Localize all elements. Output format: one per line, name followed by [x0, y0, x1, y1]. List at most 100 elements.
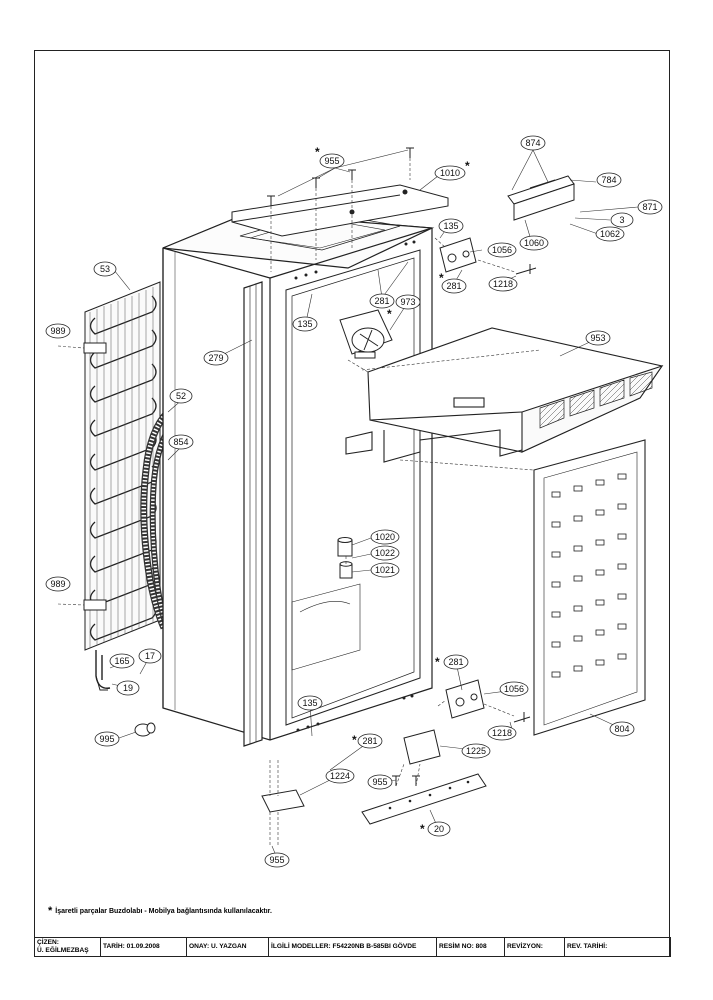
callout-1056-bottom: 1056 — [499, 681, 529, 697]
fan-motor — [339, 309, 393, 359]
callout-53: 53 — [93, 261, 117, 277]
svg-text:3: 3 — [619, 215, 624, 225]
svg-text:973: 973 — [400, 297, 415, 307]
callout-1010: 1010 — [434, 165, 466, 181]
svg-text:17: 17 — [145, 651, 155, 661]
callout-804: 804 — [609, 721, 635, 737]
svg-text:854: 854 — [173, 437, 188, 447]
svg-text:1010: 1010 — [440, 168, 460, 178]
rev-tarihi-cell: REV. TARİHİ: — [564, 937, 671, 957]
air-duct-cover — [345, 327, 664, 463]
svg-text:281: 281 — [374, 296, 389, 306]
resim-no-cell: RESİM NO: 808 — [436, 937, 505, 957]
svg-text:19: 19 — [123, 683, 133, 693]
svg-text:281: 281 — [448, 657, 463, 667]
svg-text:955: 955 — [269, 855, 284, 865]
callout-953: 953 — [585, 330, 611, 346]
title-block: ÇİZEN: Ü. EĞİLMEZBAŞ TARİH: 01.09.2008 O… — [34, 937, 671, 957]
svg-text:1022: 1022 — [375, 548, 395, 558]
cizen-cell: ÇİZEN: Ü. EĞİLMEZBAŞ — [34, 937, 101, 957]
callout-19: 19 — [116, 680, 140, 696]
svg-text:989: 989 — [50, 326, 65, 336]
callout-1021: 1021 — [370, 562, 400, 578]
callout-281-b: 281 — [441, 278, 467, 294]
svg-text:*: * — [352, 733, 357, 747]
callout-281-c: 281 — [443, 654, 469, 670]
svg-text:281: 281 — [446, 281, 461, 291]
legend-note: *İşaretli parçalar Buzdolabı - Mobilya b… — [48, 905, 272, 917]
svg-text:1224: 1224 — [330, 771, 350, 781]
svg-text:*: * — [435, 655, 440, 669]
callout-135-bottom: 135 — [297, 695, 323, 711]
svg-text:165: 165 — [114, 656, 129, 666]
callout-854: 854 — [168, 434, 194, 450]
callout-17: 17 — [138, 648, 162, 664]
svg-text:1062: 1062 — [600, 229, 620, 239]
svg-text:1225: 1225 — [466, 746, 486, 756]
svg-text:*: * — [420, 822, 425, 836]
svg-text:784: 784 — [601, 175, 616, 185]
callout-135-mid: 135 — [292, 316, 318, 332]
svg-text:804: 804 — [614, 724, 629, 734]
callout-989-bottom: 989 — [45, 576, 71, 592]
callout-874: 874 — [520, 135, 546, 151]
evaporator-plate — [533, 439, 646, 736]
drain-hoses — [140, 409, 178, 632]
svg-text:52: 52 — [176, 391, 186, 401]
callout-1060: 1060 — [519, 235, 549, 251]
svg-text:*: * — [439, 271, 444, 285]
callout-1062: 1062 — [595, 226, 625, 242]
cizen-label: ÇİZEN: — [37, 939, 59, 946]
callout-1218-top: 1218 — [488, 276, 518, 292]
svg-text:1218: 1218 — [493, 279, 513, 289]
callout-995: 995 — [94, 731, 120, 747]
callout-52: 52 — [169, 388, 193, 404]
callout-135-top: 135 — [438, 218, 464, 234]
svg-text:1021: 1021 — [375, 565, 395, 575]
svg-text:955: 955 — [324, 156, 339, 166]
callout-784: 784 — [596, 172, 622, 188]
svg-text:279: 279 — [208, 353, 223, 363]
svg-text:135: 135 — [302, 698, 317, 708]
revizyon-cell: REVİZYON: — [504, 937, 565, 957]
svg-text:989: 989 — [50, 579, 65, 589]
callout-20: 20 — [427, 821, 451, 837]
svg-text:874: 874 — [525, 138, 540, 148]
callout-281-a: 281 — [369, 293, 395, 309]
svg-text:53: 53 — [100, 264, 110, 274]
asterisk-markers: * * * * * * * — [315, 145, 470, 836]
callout-3: 3 — [610, 212, 634, 228]
drawing-frame — [34, 50, 670, 957]
callout-973: 973 — [395, 294, 421, 310]
callout-165: 165 — [109, 653, 135, 669]
onay-cell: ONAY: U. YAZGAN — [186, 937, 269, 957]
callout-1020: 1020 — [370, 529, 400, 545]
svg-text:281: 281 — [362, 736, 377, 746]
svg-text:*: * — [387, 307, 392, 321]
callout-1224: 1224 — [325, 768, 355, 784]
callout-1022: 1022 — [370, 545, 400, 561]
callout-1225: 1225 — [461, 743, 491, 759]
svg-text:871: 871 — [642, 202, 657, 212]
svg-text:953: 953 — [590, 333, 605, 343]
ilgili-modeller-cell: İLGİLİ MODELLER: F54220NB B-585BI GÖVDE — [268, 937, 437, 957]
svg-text:1056: 1056 — [504, 684, 524, 694]
callout-281-d: 281 — [357, 733, 383, 749]
svg-text:1020: 1020 — [375, 532, 395, 542]
note-asterisk: * — [48, 905, 53, 917]
svg-text:*: * — [465, 159, 470, 173]
callout-279: 279 — [203, 350, 229, 366]
condenser-coil — [83, 281, 161, 689]
svg-text:955: 955 — [372, 777, 387, 787]
svg-text:995: 995 — [99, 734, 114, 744]
cizen-value: Ü. EĞİLMEZBAŞ — [37, 947, 89, 954]
svg-text:1060: 1060 — [524, 238, 544, 248]
cabinet-body — [162, 211, 435, 747]
svg-text:20: 20 — [434, 824, 444, 834]
callout-989-top: 989 — [45, 323, 71, 339]
callout-1056-top: 1056 — [487, 242, 517, 258]
svg-text:1056: 1056 — [492, 245, 512, 255]
note-text: İşaretli parçalar Buzdolabı - Mobilya ba… — [55, 907, 272, 915]
